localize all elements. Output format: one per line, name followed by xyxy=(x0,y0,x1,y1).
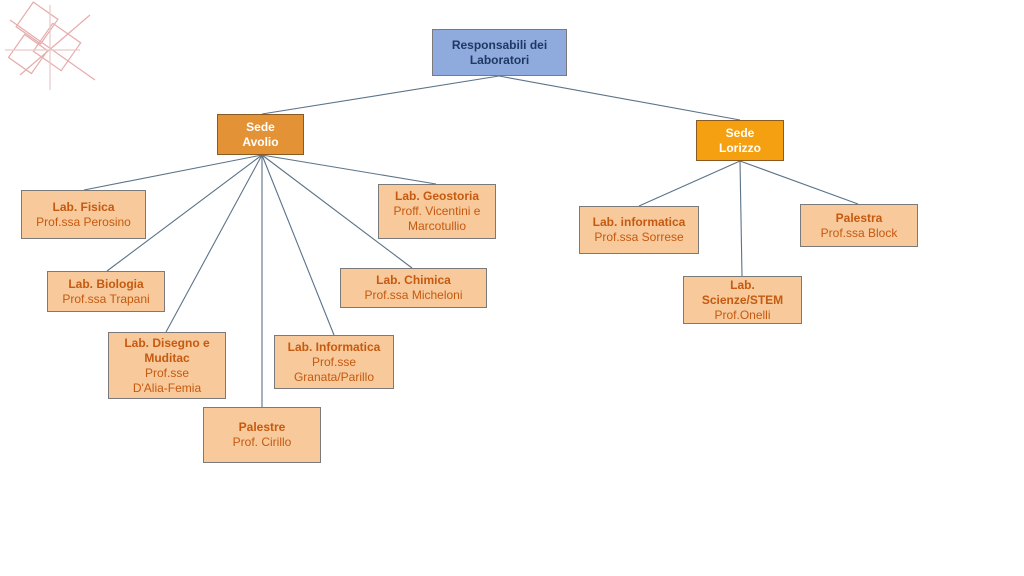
lab-fisica-person: Prof.ssa Perosino xyxy=(36,214,131,229)
palestra-lorizzo-node: Palestra Prof.ssa Block xyxy=(800,204,918,247)
connector-avolio-informatica xyxy=(261,154,335,336)
connector-root-lorizzo xyxy=(498,75,741,121)
lab-fisica-node: Lab. Fisica Prof.ssa Perosino xyxy=(21,190,146,239)
lab-stem-node: Lab. Scienze/STEM Prof.Onelli xyxy=(683,276,802,324)
lab-disegno-person-2: D'Alia-Femia xyxy=(132,380,202,395)
lab-disegno-title-1: Lab. Disegno e xyxy=(124,335,210,350)
lab-informatica-avolio-person-1: Prof.sse xyxy=(311,354,356,369)
lab-geostoria-person-1: Proff. Vicentini e xyxy=(393,204,481,218)
sede-avolio-line-1: Sede xyxy=(246,119,275,134)
connector-avolio-biologia xyxy=(106,154,263,272)
sede-lorizzo-line-2: Lorizzo xyxy=(719,140,761,155)
lab-geostoria-person-2: Marcotullio xyxy=(407,219,467,233)
lab-disegno-node: Lab. Disegno e Muditac Prof.sse D'Alia-F… xyxy=(108,332,226,399)
palestra-lorizzo-person: Prof.ssa Block xyxy=(820,225,898,240)
corner-logo-icon xyxy=(5,1,96,90)
connector-avolio-chimica xyxy=(261,154,413,269)
connector-lorizzo-informatica xyxy=(638,160,741,207)
root-node: Responsabili dei Laboratori xyxy=(432,29,567,76)
sede-avolio-line-2: Avolio xyxy=(242,134,279,149)
lab-biologia-person: Prof.ssa Trapani xyxy=(62,291,150,306)
lab-chimica-node: Lab. Chimica Prof.ssa Micheloni xyxy=(340,268,487,308)
lab-biologia-title: Lab. Biologia xyxy=(68,276,144,291)
connector-avolio-fisica xyxy=(83,154,263,191)
lab-informatica-avolio-node: Lab. Informatica Prof.sse Granata/Parill… xyxy=(274,335,394,389)
sede-lorizzo-line-1: Sede xyxy=(725,125,755,140)
lab-informatica-lorizzo-person: Prof.ssa Sorrese xyxy=(594,230,684,244)
lab-stem-title-1: Lab. xyxy=(730,277,755,292)
connector-lorizzo-stem xyxy=(739,160,743,277)
lab-disegno-title-2: Muditac xyxy=(144,350,190,365)
root-line-1: Responsabili dei xyxy=(451,37,548,52)
palestre-title: Palestre xyxy=(238,420,286,434)
lab-chimica-person: Prof.ssa Micheloni xyxy=(364,288,463,302)
connector-avolio-disegno xyxy=(165,154,263,333)
lab-stem-person: Prof.Onelli xyxy=(714,307,771,322)
lab-disegno-person-1: Prof.sse xyxy=(144,365,189,380)
lab-chimica-title: Lab. Chimica xyxy=(376,273,451,287)
connector-lorizzo-palestra xyxy=(739,160,859,205)
connector-root-avolio xyxy=(261,75,500,115)
sede-avolio-node: Sede Avolio xyxy=(217,114,304,155)
connector-avolio-geostoria xyxy=(261,154,437,185)
lab-biologia-node: Lab. Biologia Prof.ssa Trapani xyxy=(47,271,165,312)
lab-geostoria-title: Lab. Geostoria xyxy=(394,189,480,203)
sede-lorizzo-node: Sede Lorizzo xyxy=(696,120,784,161)
palestra-lorizzo-title: Palestra xyxy=(835,210,883,225)
lab-informatica-avolio-title: Lab. Informatica xyxy=(287,339,381,354)
root-line-2: Laboratori xyxy=(469,52,530,67)
lab-stem-title-2: Scienze/STEM xyxy=(701,292,784,307)
lab-informatica-avolio-person-2: Granata/Parillo xyxy=(293,369,375,384)
lab-informatica-lorizzo-node: Lab. informatica Prof.ssa Sorrese xyxy=(579,206,699,254)
lab-geostoria-node: Lab. Geostoria Proff. Vicentini e Marcot… xyxy=(378,184,496,239)
lab-informatica-lorizzo-title: Lab. informatica xyxy=(592,215,686,229)
palestre-person: Prof. Cirillo xyxy=(232,435,292,449)
palestre-node: Palestre Prof. Cirillo xyxy=(203,407,321,463)
lab-fisica-title: Lab. Fisica xyxy=(52,199,115,214)
